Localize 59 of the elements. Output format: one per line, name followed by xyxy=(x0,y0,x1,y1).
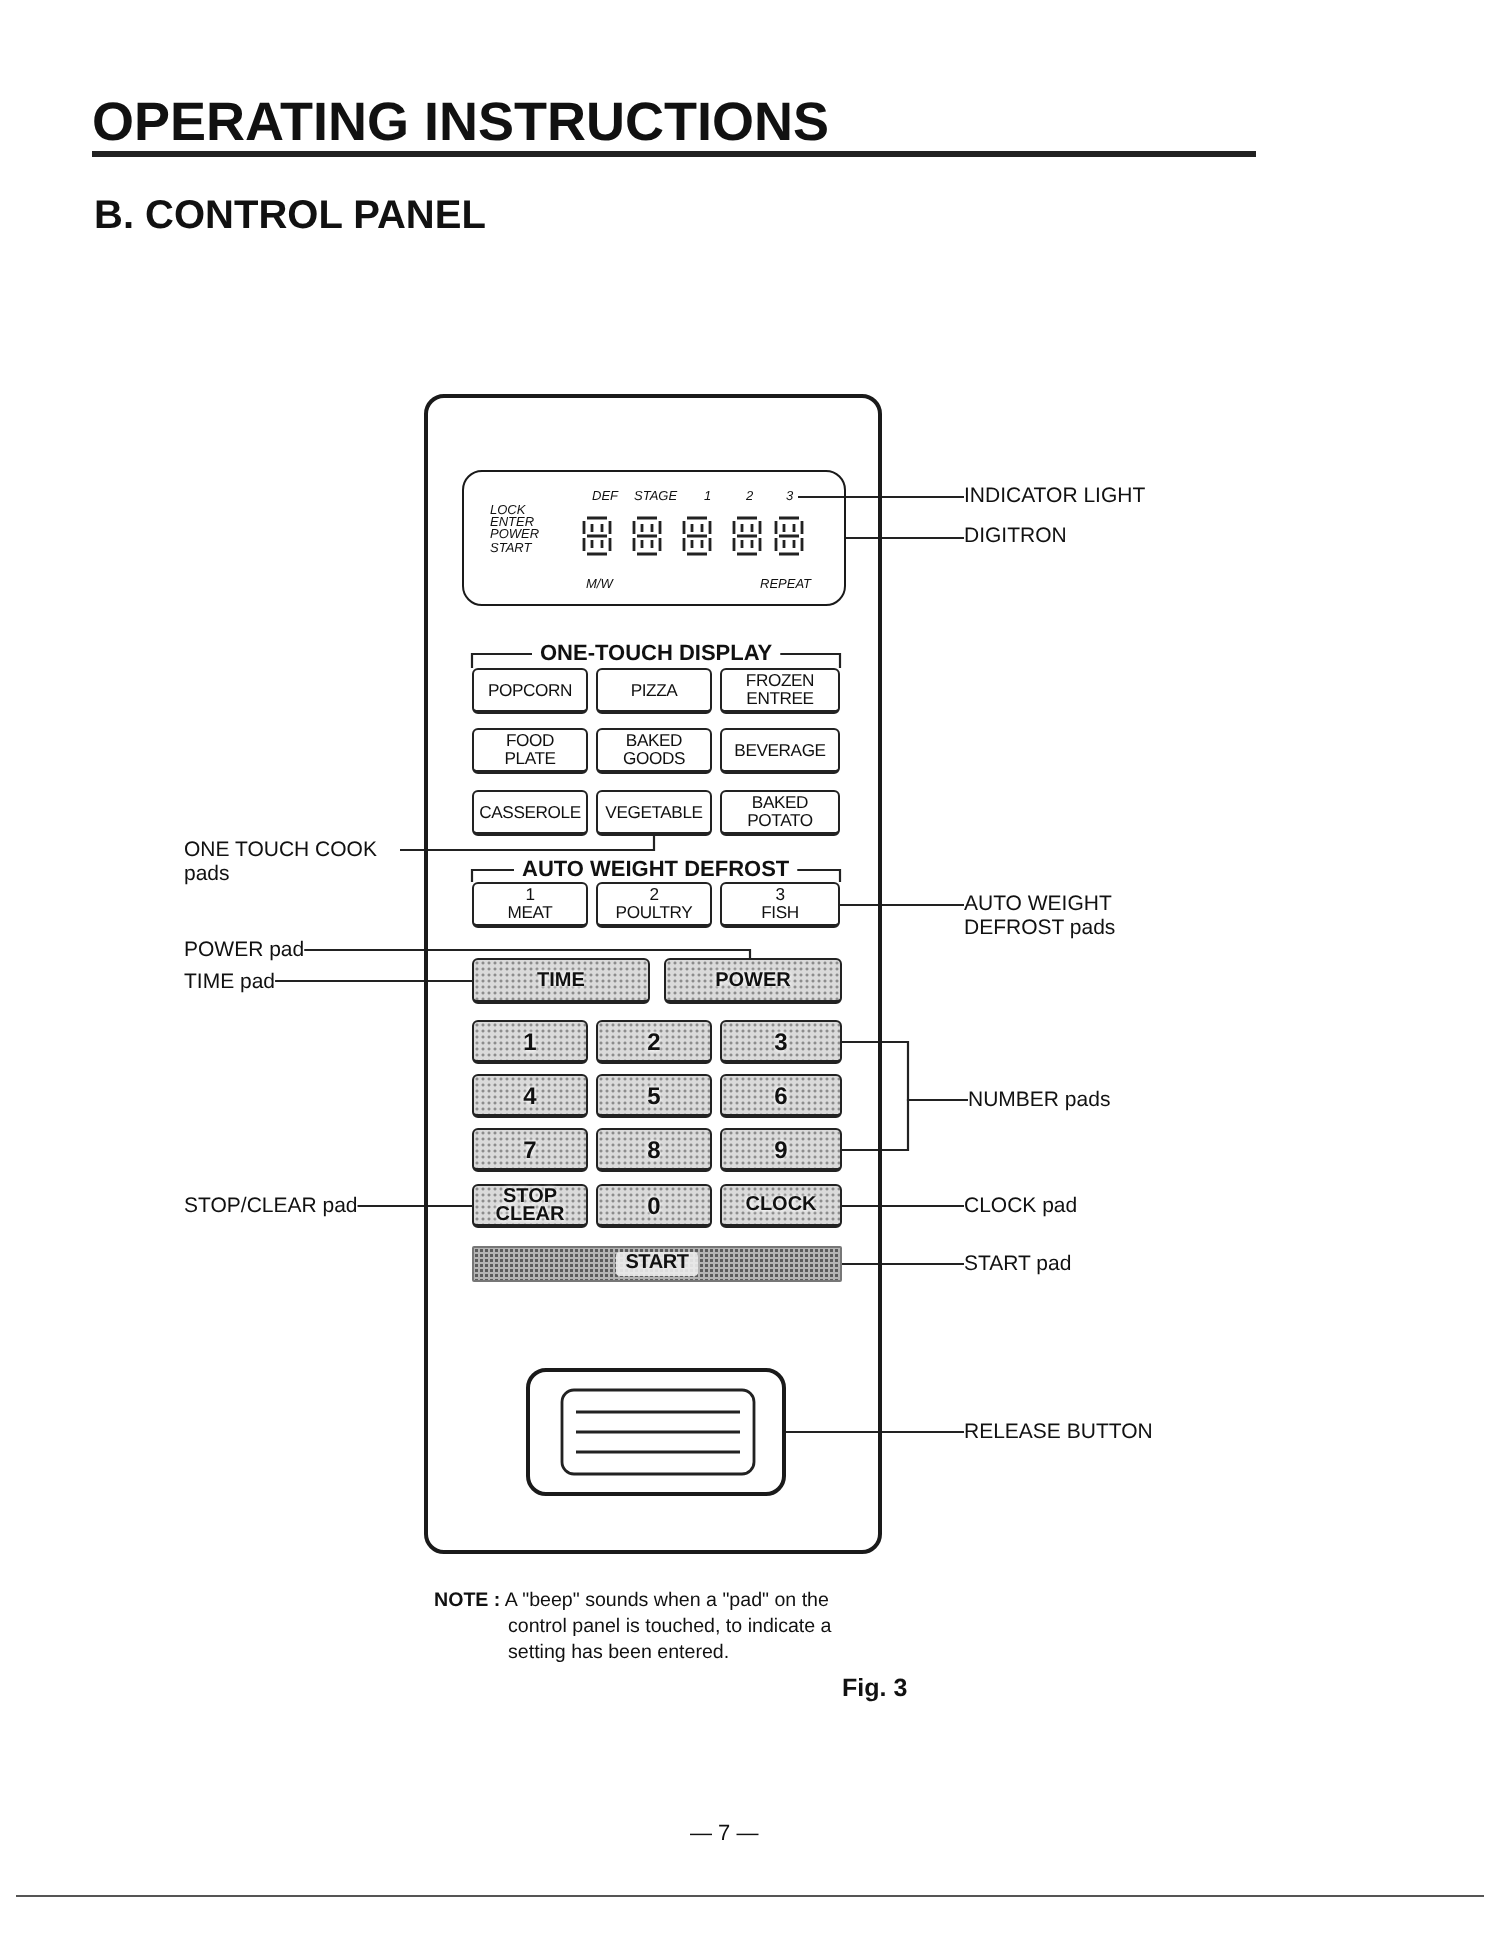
function-pad: CLOCK xyxy=(720,1184,842,1228)
number-pad: 7 xyxy=(472,1128,588,1172)
leader-line xyxy=(842,1204,964,1208)
leader-line xyxy=(842,1262,964,1266)
page-title: OPERATING INSTRUCTIONS xyxy=(92,96,830,150)
leader-line xyxy=(846,536,964,540)
leader-line xyxy=(842,1098,968,1152)
number-pad: 3 xyxy=(720,1020,842,1064)
touch-pad: BEVERAGE xyxy=(720,728,840,774)
function-pad: STOP CLEAR xyxy=(472,1184,588,1228)
figure-caption: Fig. 3 xyxy=(842,1674,908,1702)
number-pad: 1 xyxy=(472,1020,588,1064)
function-pad: TIME xyxy=(472,958,650,1004)
callout-label: POWER pad xyxy=(184,938,305,962)
number-pad: 2 xyxy=(596,1020,712,1064)
touch-pad: FROZEN ENTREE xyxy=(720,668,840,714)
touch-pad: PIZZA xyxy=(596,668,712,714)
group-heading: ONE-TOUCH DISPLAY xyxy=(540,643,773,665)
touch-pad: BAKED GOODS xyxy=(596,728,712,774)
callout-label: DIGITRON xyxy=(964,524,1067,548)
number-pad: 5 xyxy=(596,1074,712,1118)
callout-label: RELEASE BUTTON xyxy=(964,1420,1153,1444)
touch-pad: VEGETABLE xyxy=(596,790,712,836)
leader-line xyxy=(840,903,964,907)
callout-label: NUMBER pads xyxy=(968,1088,1111,1112)
number-pad: 0 xyxy=(596,1184,712,1228)
number-pad: 8 xyxy=(596,1128,712,1172)
release-button xyxy=(526,1368,786,1496)
touch-pad: FOOD PLATE xyxy=(472,728,588,774)
leader-line xyxy=(357,1204,472,1208)
callout-label: START pad xyxy=(964,1252,1072,1276)
section-heading: B. CONTROL PANEL xyxy=(94,195,486,235)
leader-line xyxy=(786,1430,964,1434)
number-pad: 4 xyxy=(472,1074,588,1118)
leader-line xyxy=(304,948,752,958)
display-window xyxy=(462,470,846,606)
page-number: — 7 — xyxy=(690,1822,759,1846)
defrost-pad: 1 MEAT xyxy=(472,882,588,928)
touch-pad: POPCORN xyxy=(472,668,588,714)
leader-line xyxy=(798,495,964,499)
start-pad: START xyxy=(472,1246,842,1282)
defrost-pad: 3 FISH xyxy=(720,882,840,928)
group-heading: AUTO WEIGHT DEFROST xyxy=(522,859,790,881)
callout-label: AUTO WEIGHT DEFROST pads xyxy=(964,892,1144,940)
leader-line xyxy=(275,979,472,983)
callout-label: TIME pad xyxy=(184,970,276,994)
callout-label: STOP/CLEAR pad xyxy=(184,1194,358,1218)
callout-label: INDICATOR LIGHT xyxy=(964,484,1146,508)
touch-pad: BAKED POTATO xyxy=(720,790,840,836)
function-pad: POWER xyxy=(664,958,842,1004)
control-panel xyxy=(424,394,882,1554)
number-pad: 6 xyxy=(720,1074,842,1118)
note-text: NOTE : A "beep" sounds when a "pad" on the control panel is touched, to indicate a setting has been entered. xyxy=(434,1588,834,1666)
touch-pad: CASSEROLE xyxy=(472,790,588,836)
leader-line xyxy=(400,836,656,852)
number-pad: 9 xyxy=(720,1128,842,1172)
callout-label: CLOCK pad xyxy=(964,1194,1078,1218)
callout-label: ONE TOUCH COOK pads xyxy=(184,838,400,886)
defrost-pad: 2 POULTRY xyxy=(596,882,712,928)
